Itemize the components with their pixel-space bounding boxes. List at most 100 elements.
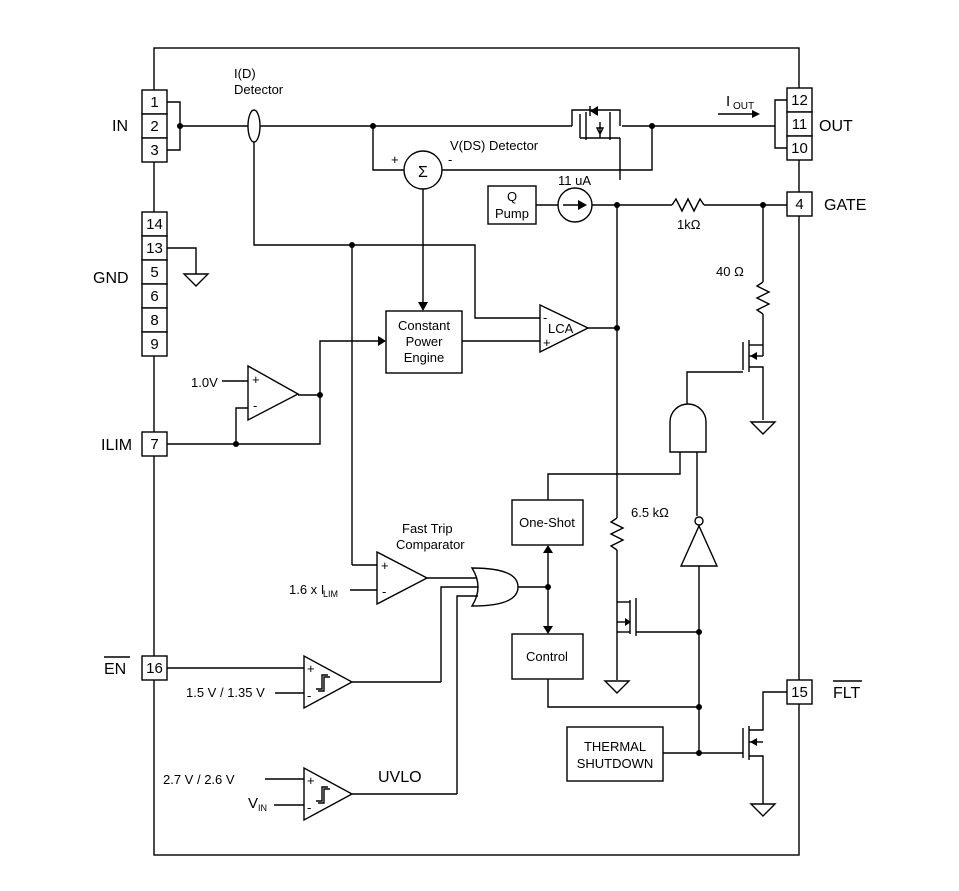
en-comp-minus: - (307, 688, 311, 703)
pin-number: 16 (146, 660, 163, 677)
pin-number: 5 (150, 264, 158, 281)
pin-block-gnd: 14 13 5 6 8 9 (141, 211, 168, 357)
cpe-label: Power (406, 334, 444, 349)
r65-label: 6.5 kΩ (631, 505, 669, 520)
pin-label-gate: GATE (824, 197, 866, 214)
pin-number: 15 (791, 684, 808, 701)
sum-minus: - (448, 152, 452, 167)
q-pump-label: Q (507, 189, 517, 204)
svg-text:LIM: LIM (323, 589, 338, 599)
resistor-icon (671, 197, 705, 213)
thermal-shutdown-block (566, 726, 664, 782)
r40-label: 40 Ω (716, 264, 744, 279)
resistor-icon (755, 281, 771, 315)
uvlo-comp-minus: - (307, 800, 311, 815)
pin-number: 10 (791, 140, 808, 157)
pin-block-flt: 15 (786, 679, 813, 705)
fast-trip-label: Comparator (396, 537, 465, 552)
pulldown-mosfet-icon (742, 340, 764, 420)
en-comp-plus: + (307, 661, 315, 676)
pin-label-out: OUT (819, 118, 853, 135)
ilim-amp-minus: - (253, 398, 257, 413)
control-label: Control (526, 649, 568, 664)
svg-text:I: I (726, 93, 730, 110)
svg-text:OUT: OUT (733, 101, 754, 112)
current-source-label: 11 uA (558, 173, 591, 188)
lca-minus: - (543, 310, 547, 325)
cpe-label: Engine (404, 350, 444, 365)
pin-number: 3 (150, 142, 158, 159)
r-gate-label: 1kΩ (677, 217, 701, 232)
fast-trip-comparator (376, 550, 429, 606)
pin-number: 7 (150, 436, 158, 453)
pin-block-out: 12 11 10 (786, 87, 813, 161)
pin-label-in: IN (112, 118, 128, 135)
uvlo-comparator (303, 766, 354, 822)
inverter-icon (679, 524, 719, 567)
pin-label-ilim: ILIM (101, 437, 132, 454)
ground-icon (749, 421, 777, 435)
pin-number: 1 (150, 94, 158, 111)
ref-1v-label: 1.0V (191, 375, 218, 390)
sum-plus: + (391, 152, 399, 167)
pin-number: 14 (146, 216, 163, 233)
current-detector-icon (247, 109, 261, 143)
constant-power-engine (385, 310, 463, 374)
fast-trip-label: Fast Trip (402, 521, 453, 536)
ftc-minus: - (382, 584, 386, 599)
sigma-symbol: Σ (418, 164, 428, 181)
lca-plus: + (543, 335, 551, 350)
ilim-amplifier (247, 364, 300, 422)
pin-number: 9 (150, 336, 158, 353)
flt-mosfet-icon (742, 691, 787, 804)
q-pump-label: Pump (495, 206, 529, 221)
en-comparator (303, 654, 354, 710)
ground-icon (182, 273, 210, 287)
pin-number: 2 (150, 118, 158, 135)
svg-text:V: V (248, 795, 258, 812)
vin-label: V IN (248, 795, 267, 813)
id-detector-label: I(D) (234, 66, 256, 81)
pin-number: 12 (791, 92, 808, 109)
svg-text:1.6 x I: 1.6 x I (289, 582, 324, 597)
pin-block-gate: 4 (786, 191, 813, 217)
uvlo-threshold-label: 2.7 V / 2.6 V (163, 772, 235, 787)
ground-icon (603, 680, 631, 694)
and-gate-icon (669, 403, 707, 453)
id-detector-label: Detector (234, 82, 284, 97)
lca-label: LCA (548, 321, 574, 336)
uvlo-label: UVLO (378, 769, 422, 786)
uvlo-comp-plus: + (307, 773, 315, 788)
resistor-icon (609, 517, 625, 551)
pin-label-flt: FLT (833, 685, 860, 702)
or-gate-icon (470, 567, 519, 607)
lca-amplifier (539, 303, 590, 354)
ilim-ref-label: 1.6 x I LIM (289, 582, 338, 599)
pin-number: 13 (146, 240, 163, 257)
one-shot-block (511, 499, 584, 546)
vds-detector-label: V(DS) Detector (450, 138, 539, 153)
pin-block-en: 16 (141, 655, 168, 681)
ftc-plus: + (381, 558, 389, 573)
thermal-label: THERMAL (584, 739, 646, 754)
pin-number: 11 (792, 116, 808, 133)
pin-number: 8 (150, 312, 158, 329)
en-threshold-label: 1.5 V / 1.35 V (186, 685, 265, 700)
ilim-amp-plus: + (252, 372, 260, 387)
pin-label-gnd: GND (93, 270, 129, 287)
pin-block-in: 1 2 3 (141, 89, 168, 163)
ground-icon (749, 803, 777, 817)
thermal-label: SHUTDOWN (577, 756, 654, 771)
cpe-label: Constant (398, 318, 450, 333)
pin-number: 6 (150, 288, 158, 305)
pass-mosfet-icon (571, 106, 621, 180)
one-shot-label: One-Shot (519, 515, 575, 530)
pin-label-en: EN (104, 661, 126, 678)
arrow-right-icon (752, 110, 760, 118)
discharge-mosfet-icon (616, 598, 699, 636)
svg-text:IN: IN (258, 803, 267, 813)
pin-number: 4 (795, 196, 803, 213)
pin-block-ilim: 7 (141, 431, 168, 457)
iout-label: I OUT (726, 93, 754, 112)
